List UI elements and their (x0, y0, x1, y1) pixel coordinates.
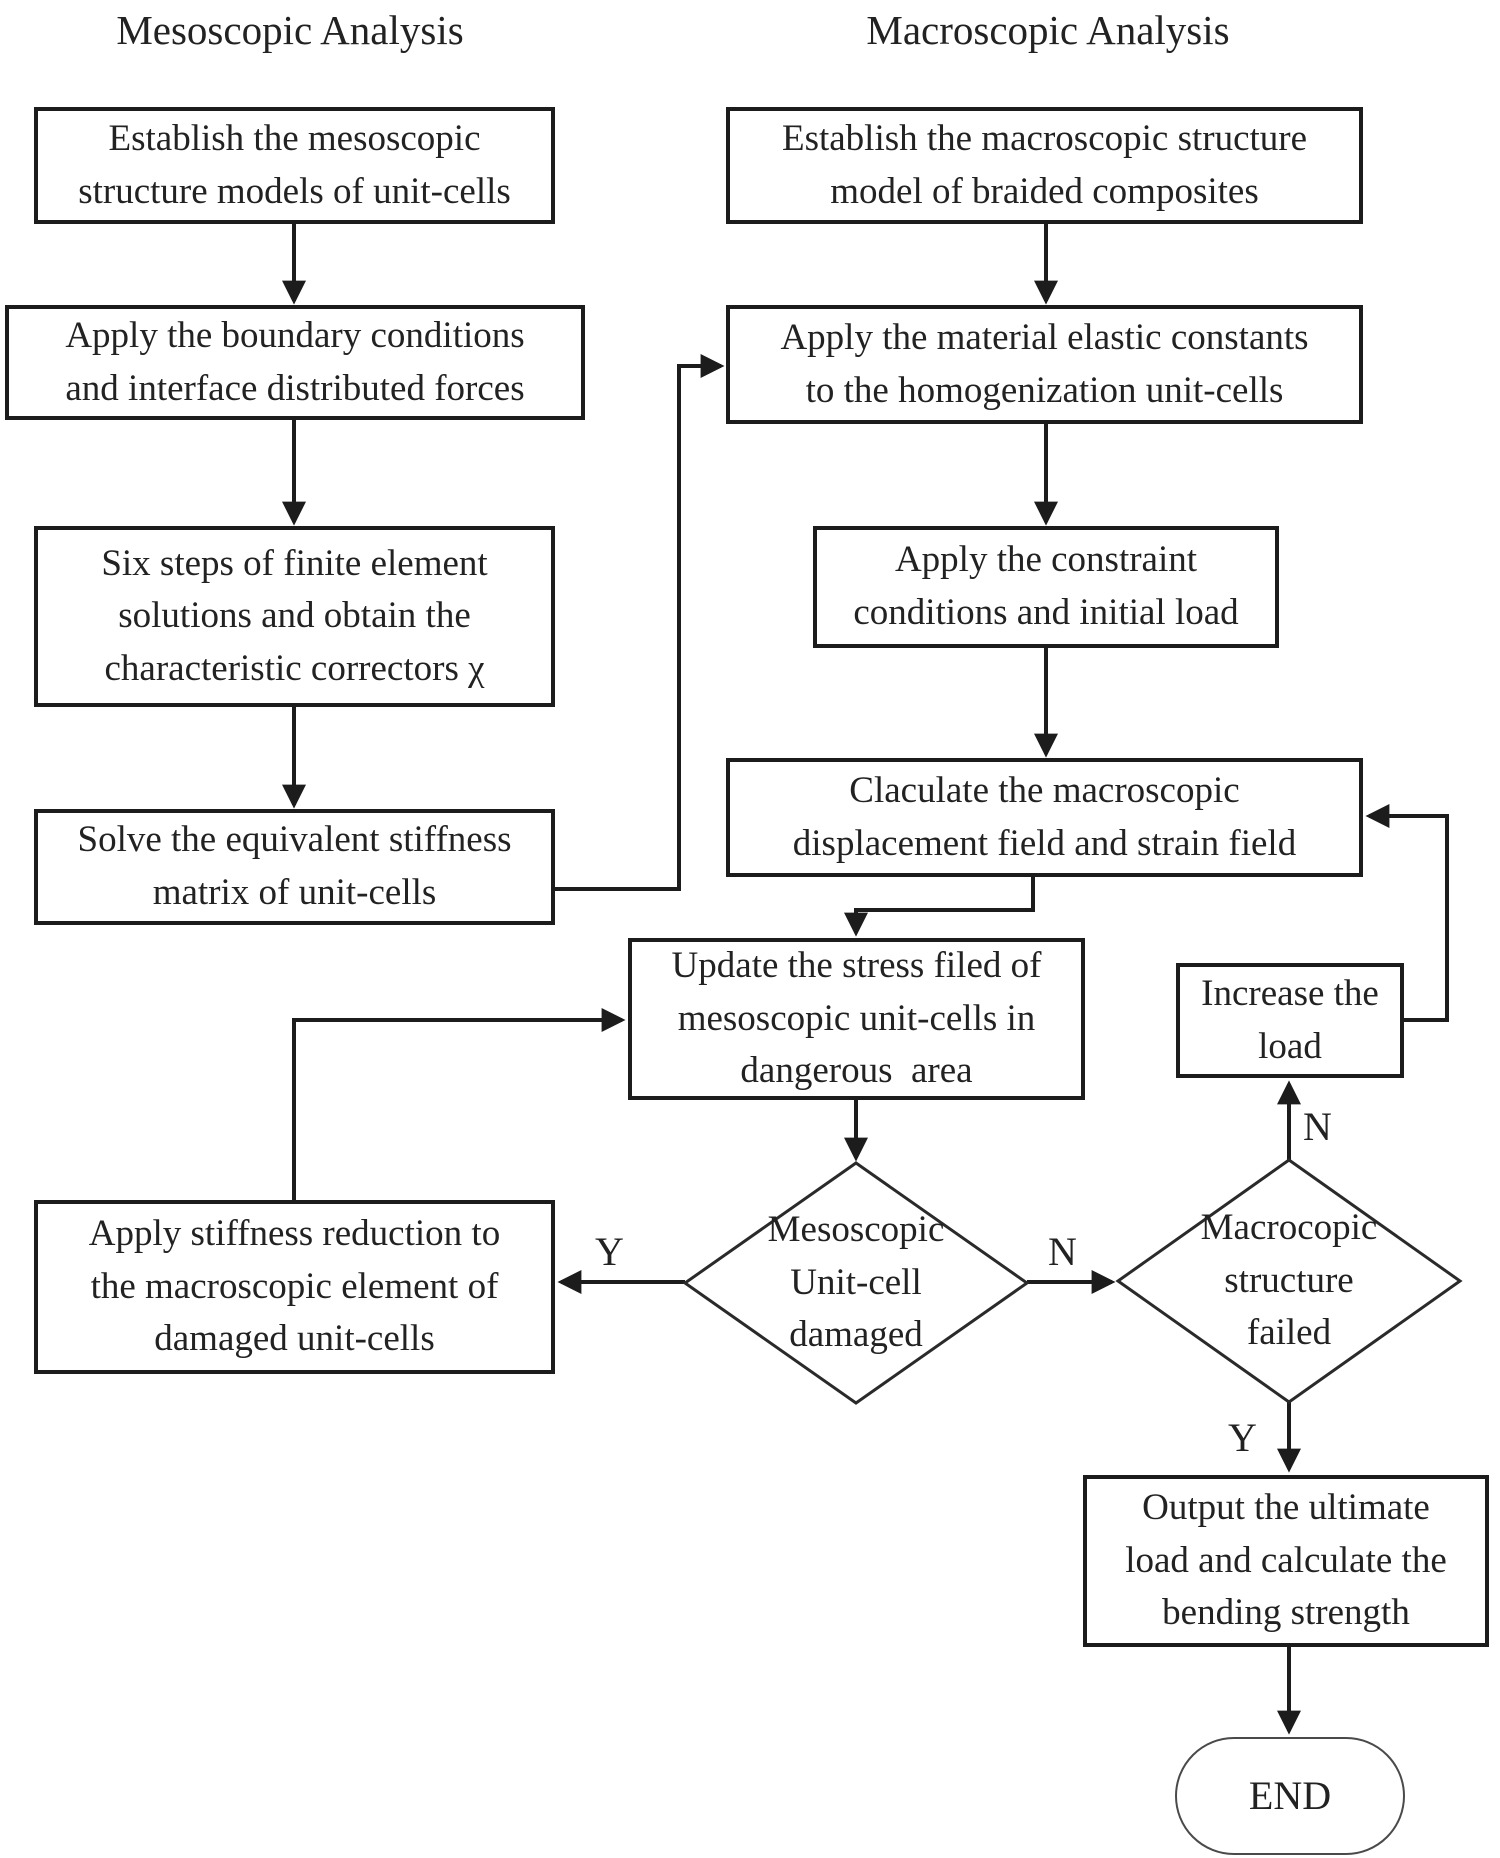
branch-label-no-middle: N (1048, 1229, 1077, 1274)
process-apply-boundary-conditions: Apply the boundary conditions and interf… (5, 305, 585, 420)
decision-mesoscopic-damaged-label: Mesoscopic Unit-cell damaged (767, 1209, 945, 1356)
connector-stiffness-to-elastic (555, 354, 725, 891)
process-output-ultimate-load: Output the ultimate load and calculate t… (1083, 1475, 1489, 1647)
process-establish-macroscopic-model: Establish the macroscopic structure mode… (726, 107, 1363, 224)
branch-label-yes-down: Y (1228, 1415, 1257, 1460)
process-update-stress-field: Update the stress filed of mesoscopic un… (628, 938, 1085, 1100)
branch-label-no-up: N (1303, 1104, 1332, 1149)
terminator-end: END (1175, 1737, 1405, 1855)
process-apply-stiffness-reduction: Apply stiffness reduction to the macrosc… (34, 1200, 555, 1374)
decision-macroscopic-failed-shape (1115, 1158, 1463, 1404)
process-increase-load: Increase the load (1176, 963, 1404, 1078)
process-calculate-displacement-field: Claculate the macroscopic displacement f… (726, 758, 1363, 877)
process-establish-mesoscopic-model: Establish the mesoscopic structure model… (34, 107, 555, 224)
branch-label-yes-left: Y (595, 1229, 624, 1274)
connector-calc-to-update (844, 877, 1035, 937)
connector-reduction-to-update (292, 1008, 626, 1200)
process-six-steps-finite-element: Six steps of finite element solutions an… (34, 526, 555, 707)
column-title-mesoscopic: Mesoscopic Analysis (116, 7, 464, 53)
process-apply-elastic-constants: Apply the material elastic constants to … (726, 305, 1363, 424)
process-apply-constraint-conditions: Apply the constraint conditions and init… (813, 526, 1279, 648)
process-solve-stiffness-matrix: Solve the equivalent stiffness matrix of… (34, 809, 555, 925)
column-title-macroscopic: Macroscopic Analysis (866, 7, 1230, 53)
decision-macroscopic-failed-label: Macrocopic structure failed (1200, 1207, 1378, 1354)
decision-mesoscopic-damaged-shape (682, 1161, 1030, 1405)
connector-increase-to-calc (1365, 804, 1449, 1022)
